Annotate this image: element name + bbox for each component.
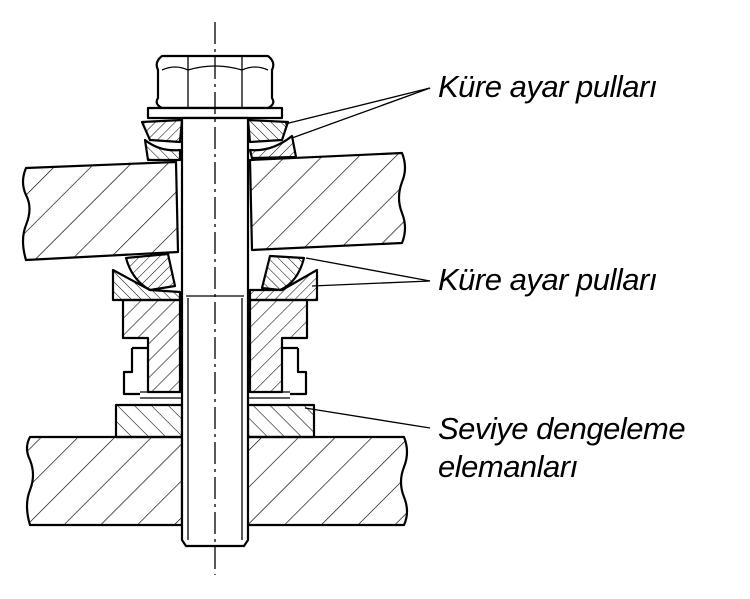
label-leveling-elements-line2: elemanları [438,449,578,484]
leveling-element-sleeve [121,298,309,399]
upper-plate [21,151,407,262]
base-plate [25,435,409,527]
lower-spherical-washers [111,252,319,302]
label-spherical-washers-upper: Küre ayar pulları [438,69,657,104]
label-spherical-washers-lower: Küre ayar pulları [438,262,657,297]
leader-lines [284,87,431,429]
upper-spherical-washers [140,118,298,162]
label-leveling-elements-line1: Seviye dengeleme [438,411,686,446]
